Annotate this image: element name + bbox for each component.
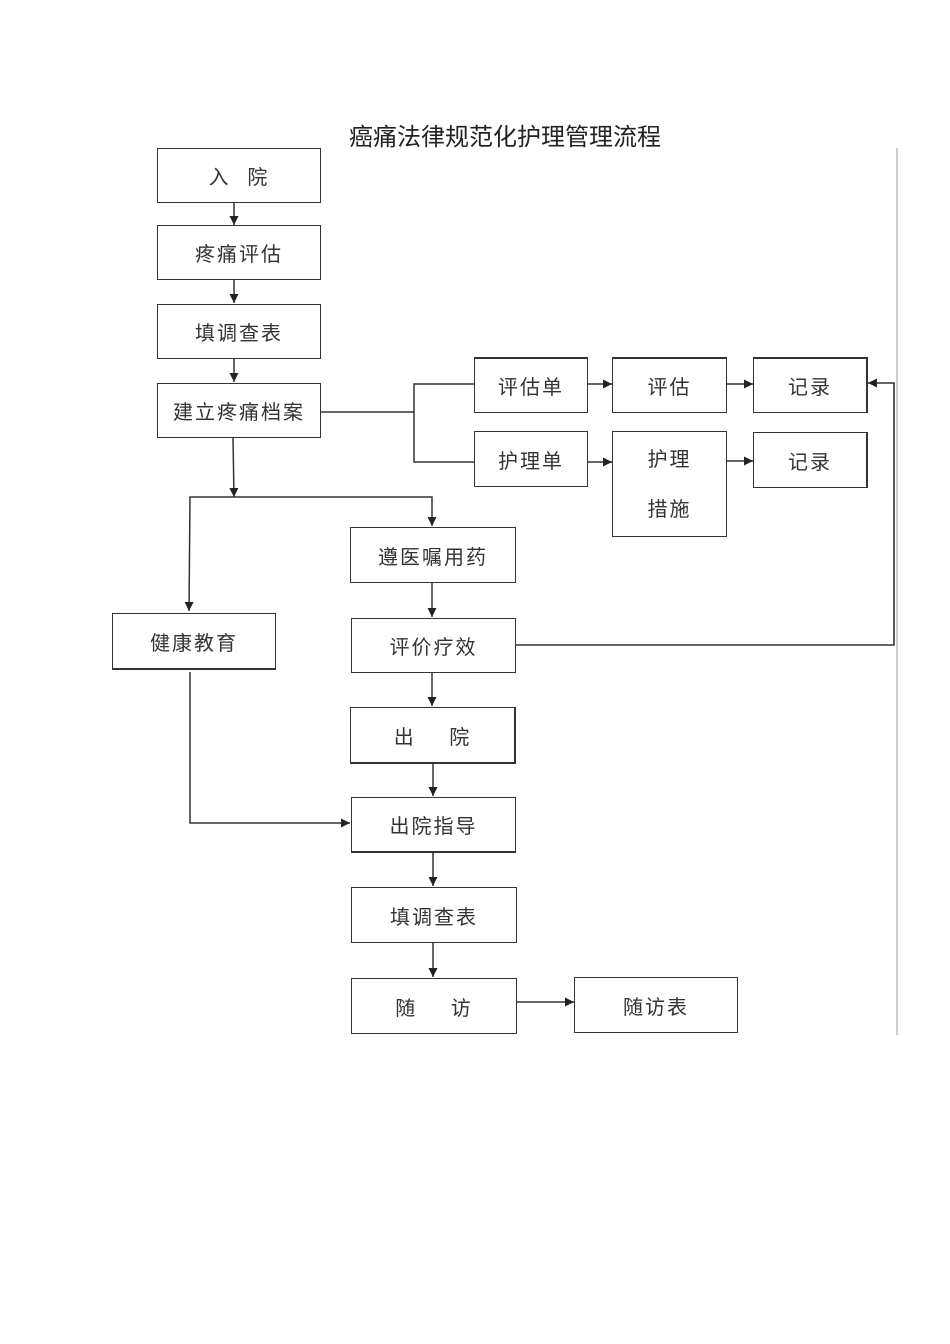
node-label: 记录 (788, 375, 832, 399)
arrow-pain-file-down (229, 437, 239, 498)
node-label: 护理 措施 (647, 447, 692, 521)
node-label: 评估单 (498, 375, 564, 399)
node-label: 记录 (788, 449, 832, 474)
connector-branch-upper-lower (413, 383, 475, 463)
node-survey-form-2: 填调查表 (351, 887, 517, 943)
node-health-education: 健康教育 (112, 613, 276, 670)
connector-evaluate-feedback (516, 378, 895, 646)
node-label: 填调查表 (195, 321, 283, 345)
node-label: 健康教育 (150, 630, 238, 655)
node-record-1: 记录 (753, 357, 868, 413)
node-pain-file: 建立疼痛档案 (157, 383, 321, 438)
node-label: 建立疼痛档案 (173, 400, 305, 424)
node-label: 出 院 (393, 724, 472, 749)
node-label: 随访表 (623, 994, 689, 1019)
node-medication: 遵医嘱用药 (350, 527, 516, 583)
node-label: 疼痛评估 (195, 242, 283, 266)
node-record-2: 记录 (753, 432, 868, 488)
node-follow-up: 随 访 (351, 978, 517, 1034)
connector-split-right (234, 496, 437, 526)
node-pain-assessment: 疼痛评估 (157, 225, 321, 280)
connector-education-to-guidance (189, 672, 350, 828)
node-label: 遵医嘱用药 (378, 544, 488, 569)
node-nursing-measures: 护理 措施 (612, 431, 727, 537)
node-admission: 入 院 (157, 148, 321, 203)
node-survey-form-1: 填调查表 (157, 304, 321, 359)
connector-split-left (184, 496, 234, 612)
node-discharge-guidance: 出院指导 (351, 797, 516, 853)
node-nursing-sheet: 护理单 (474, 431, 588, 487)
node-label: 评价疗效 (389, 635, 478, 659)
node-discharge: 出 院 (350, 707, 516, 764)
node-label: 入 院 (208, 165, 270, 189)
diagram-title: 癌痛法律规范化护理管理流程 (349, 123, 661, 151)
node-label: 护理单 (498, 448, 564, 473)
node-evaluate-effect: 评价疗效 (351, 618, 516, 673)
node-assessment-sheet: 评估单 (474, 357, 588, 413)
node-label: 填调查表 (390, 904, 478, 929)
node-follow-up-form: 随访表 (574, 977, 738, 1033)
node-assessment: 评估 (612, 357, 727, 413)
node-label: 出院指导 (389, 814, 478, 838)
node-label: 随 访 (395, 995, 473, 1020)
node-label: 评估 (647, 375, 692, 399)
